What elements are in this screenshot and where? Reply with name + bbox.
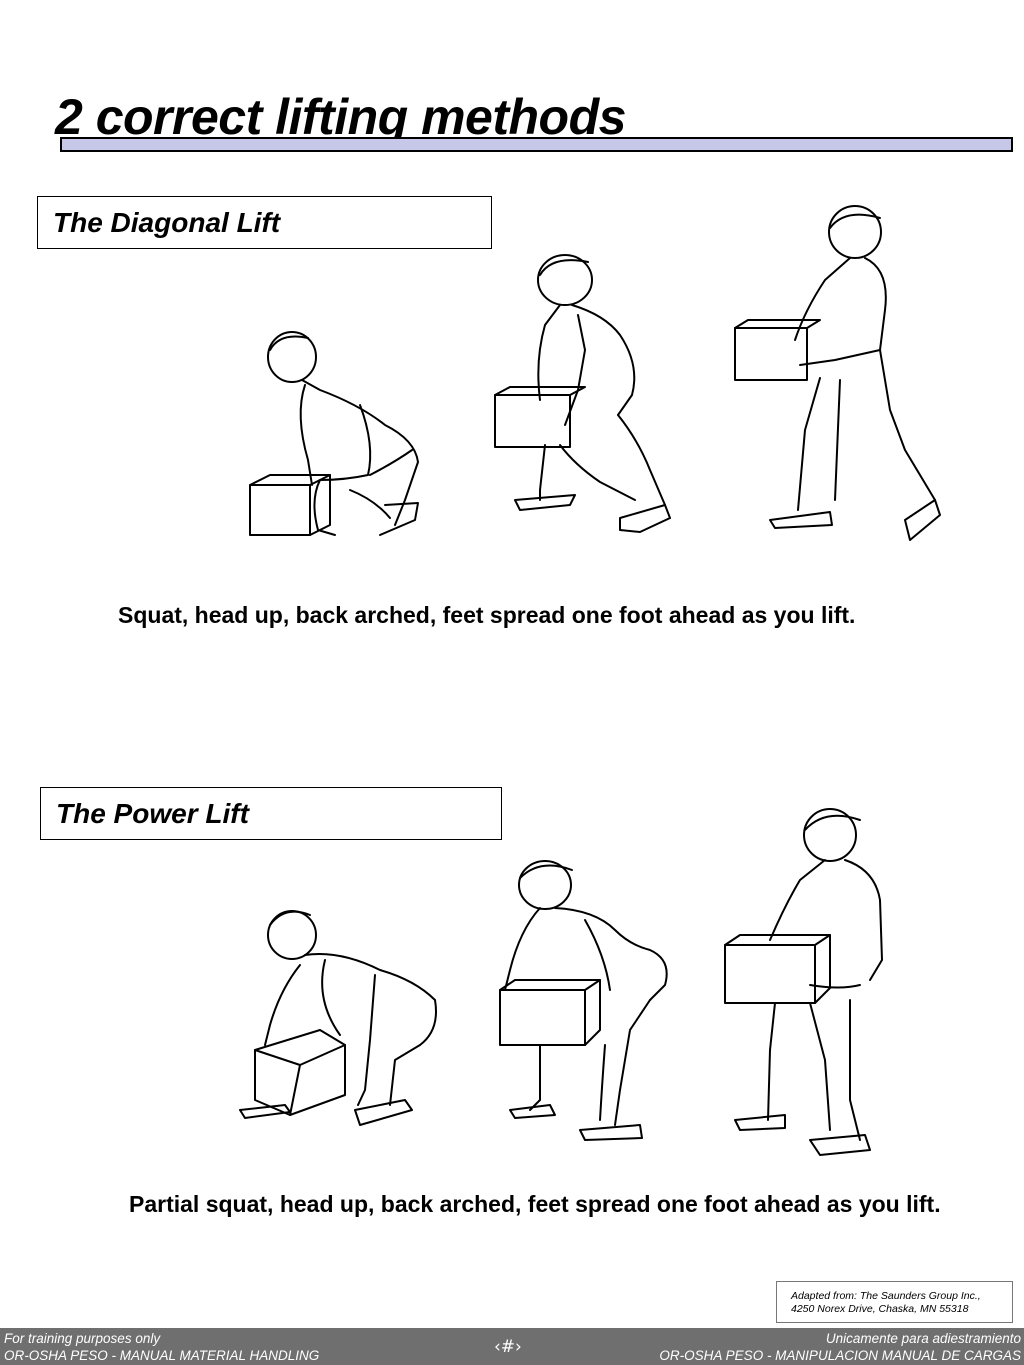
power-lift-heading: The Power Lift xyxy=(56,797,249,829)
footer-left: For training purposes only OR-OSHA PESO … xyxy=(4,1330,319,1364)
diagonal-lift-heading-box: The Diagonal Lift xyxy=(37,196,492,249)
diagonal-lift-figure-squat xyxy=(249,331,419,536)
footer-left-line-2: OR-OSHA PESO - MANUAL MATERIAL HANDLING xyxy=(4,1348,320,1363)
power-lift-heading-box: The Power Lift xyxy=(40,787,502,840)
power-lift-figure-standing xyxy=(724,808,883,1156)
diagonal-lift-heading: The Diagonal Lift xyxy=(53,206,281,238)
power-lift-caption: Partial squat, head up, back arched, fee… xyxy=(129,1191,941,1217)
footer-right-line-2: OR-OSHA PESO - MANIPULACION MANUAL DE CA… xyxy=(659,1348,1021,1363)
footer-right-line-1: Unicamente para adiestramiento xyxy=(825,1331,1021,1346)
credit-line-1: Adapted from: The Saunders Group Inc., xyxy=(791,1290,981,1302)
footer-left-line-1: For training purposes only xyxy=(4,1331,161,1346)
diagonal-lift-caption: Squat, head up, back arched, feet spread… xyxy=(118,602,856,628)
title-underline-bar xyxy=(60,137,1013,152)
power-lift-illustration xyxy=(239,808,883,1156)
diagonal-lift-figure-standing xyxy=(734,205,941,541)
diagonal-lift-illustration xyxy=(249,205,941,541)
diagonal-lift-figure-rising xyxy=(494,254,671,533)
slide-footer: For training purposes only OR-OSHA PESO … xyxy=(0,1328,1024,1365)
power-lift-figure-bent xyxy=(499,860,668,1141)
power-lift-figure-reaching xyxy=(239,910,437,1126)
footer-right: Unicamente para adiestramiento OR-OSHA P… xyxy=(659,1330,1021,1364)
page-number-placeholder: ‹#› xyxy=(494,1337,522,1357)
slide-title: 2 correct lifting methods xyxy=(55,89,626,145)
credit-line-2: 4250 Norex Drive, Chaska, MN 55318 xyxy=(791,1303,969,1315)
source-credit-box: Adapted from: The Saunders Group Inc., 4… xyxy=(776,1281,1013,1323)
